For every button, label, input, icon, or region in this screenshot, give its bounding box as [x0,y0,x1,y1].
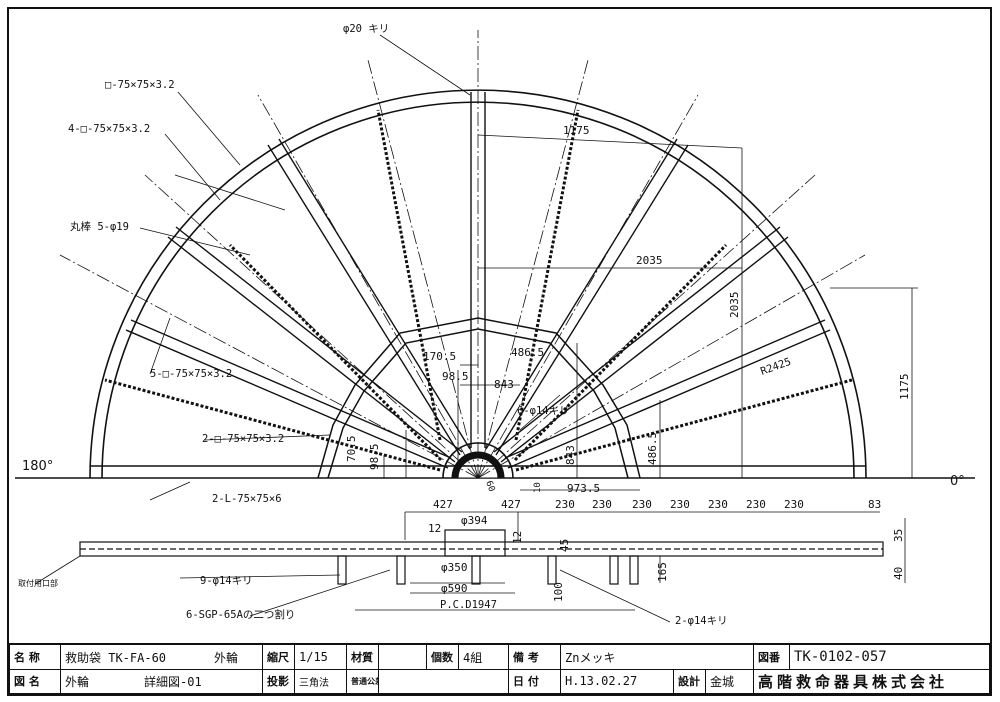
dim-230-6: 230 [746,498,766,511]
centerlines [59,30,866,479]
round-bars [104,109,853,472]
drawing-name-label: 図 名 [14,675,40,688]
dim-1175-right: 1175 [898,374,911,401]
projection-label: 投影 [262,669,294,693]
dim-590: φ590 [441,582,468,595]
dimension-lines [379,34,918,491]
dim-40: 40 [892,567,905,580]
name-part: 外輪 [214,650,239,665]
dim-843-v: 843 [564,445,577,465]
drawing-name-value: 外輪 [60,669,140,693]
qty-label: 個数 [426,645,458,669]
dim-98-5-top: 98.5 [442,370,469,383]
dim-843-h: 843 [494,378,514,391]
drawing-name-detail: 詳細図-01 [144,674,202,689]
designer: 金城 [705,669,753,693]
label-180: 180° [22,459,53,474]
dim-165: 165 [656,562,669,582]
spokes [125,92,831,469]
design-label: 設計 [673,669,705,693]
label-pipe: 6-SGP-65Aの二つ割り [186,608,295,621]
label-pcd: P.C.D1947 [440,599,497,611]
tolerance-label: 普通公差 [346,669,378,693]
material-label: 材質 [346,645,378,669]
drawing-no-label: 図番 [753,645,789,669]
label-joint: 取付用口部 [18,578,58,588]
dim-230-7: 230 [784,498,804,511]
title-row-1: 名 称 救助袋 TK-FA-60 外輪 縮尺 1/15 材質 個数 4組 備 考… [10,645,989,670]
title-block: 名 称 救助袋 TK-FA-60 外輪 縮尺 1/15 材質 個数 4組 備 考… [8,643,991,695]
dim-45: 45 [558,539,571,552]
tolerance-value [378,669,508,693]
dim-230-1: 230 [555,498,575,511]
label-member-5: 5-□-75×75×3.2 [150,368,232,380]
dim-98-5-left: 98.5 [368,444,381,471]
label-member-4: 4-□-75×75×3.2 [68,123,150,135]
dim-170-5: 170.5 [423,350,456,363]
company-name: 高階救命器具株式会社 [753,669,989,693]
name-label: 名 称 [14,651,40,664]
scale-value: 1/15 [294,645,346,669]
dim-10: 10 [533,482,543,493]
label-hole-top: φ20 キリ [343,23,389,35]
dim-83: 83 [868,498,881,511]
dim-230-3: 230 [632,498,652,511]
name-value: 救助袋 TK-FA-60 [60,645,210,669]
label-member-2: 2-□-75×75×3.2 [202,433,284,445]
dim-35: 35 [892,529,905,542]
side-elevation [79,511,906,611]
note-label: 備 考 [508,645,560,669]
title-row-2: 図 名 外輪 詳細図-01 投影 三角法 普通公差 日 付 H.13.02.27… [10,669,989,693]
label-angle-2: 2-L-75×75×6 [212,493,282,505]
qty-value: 4組 [458,645,508,669]
note-value: Znメッキ [560,645,753,669]
dim-394: φ394 [461,514,488,527]
drawing-border [7,7,992,696]
dim-486-5-right: 486.5 [646,432,659,465]
dim-230-2: 230 [592,498,612,511]
dim-12-r: 12 [511,531,524,544]
leader-lines [34,91,671,623]
date-label: 日 付 [508,669,560,693]
dim-230-4: 230 [670,498,690,511]
dim-2035-v: 2035 [728,292,741,319]
label-holes-9: 9-φ14キリ [200,575,253,587]
dim-427-l: 427 [433,498,453,511]
label-member-outer: □-75×75×3.2 [105,79,175,91]
dim-486-5-top: 486.5 [511,346,544,359]
dim-1175-top: 1175 [563,124,590,137]
dim-350: φ350 [441,561,468,574]
dim-230-5: 230 [708,498,728,511]
label-holes-2: 2-φ14キリ [675,615,728,627]
dim-2035-h: 2035 [636,254,663,267]
dim-12-l: 12 [428,522,441,535]
dim-973-5: 973.5 [567,482,600,495]
dim-427-r: 427 [501,498,521,511]
drawing-no-value: TK-0102-057 [789,645,989,669]
dim-60: 60 [483,480,496,494]
scale-label: 縮尺 [262,645,294,669]
label-rung-5: 丸棒 5-φ19 [70,220,129,233]
label-0: 0° [950,474,965,489]
projection-value: 三角法 [294,669,346,693]
label-holes-6: 6-φ14キリ [517,405,570,417]
dim-70-5: 70.5 [345,436,358,463]
date-value: H.13.02.27 [560,669,673,693]
material-value [378,645,426,669]
dim-100: 100 [552,582,565,602]
